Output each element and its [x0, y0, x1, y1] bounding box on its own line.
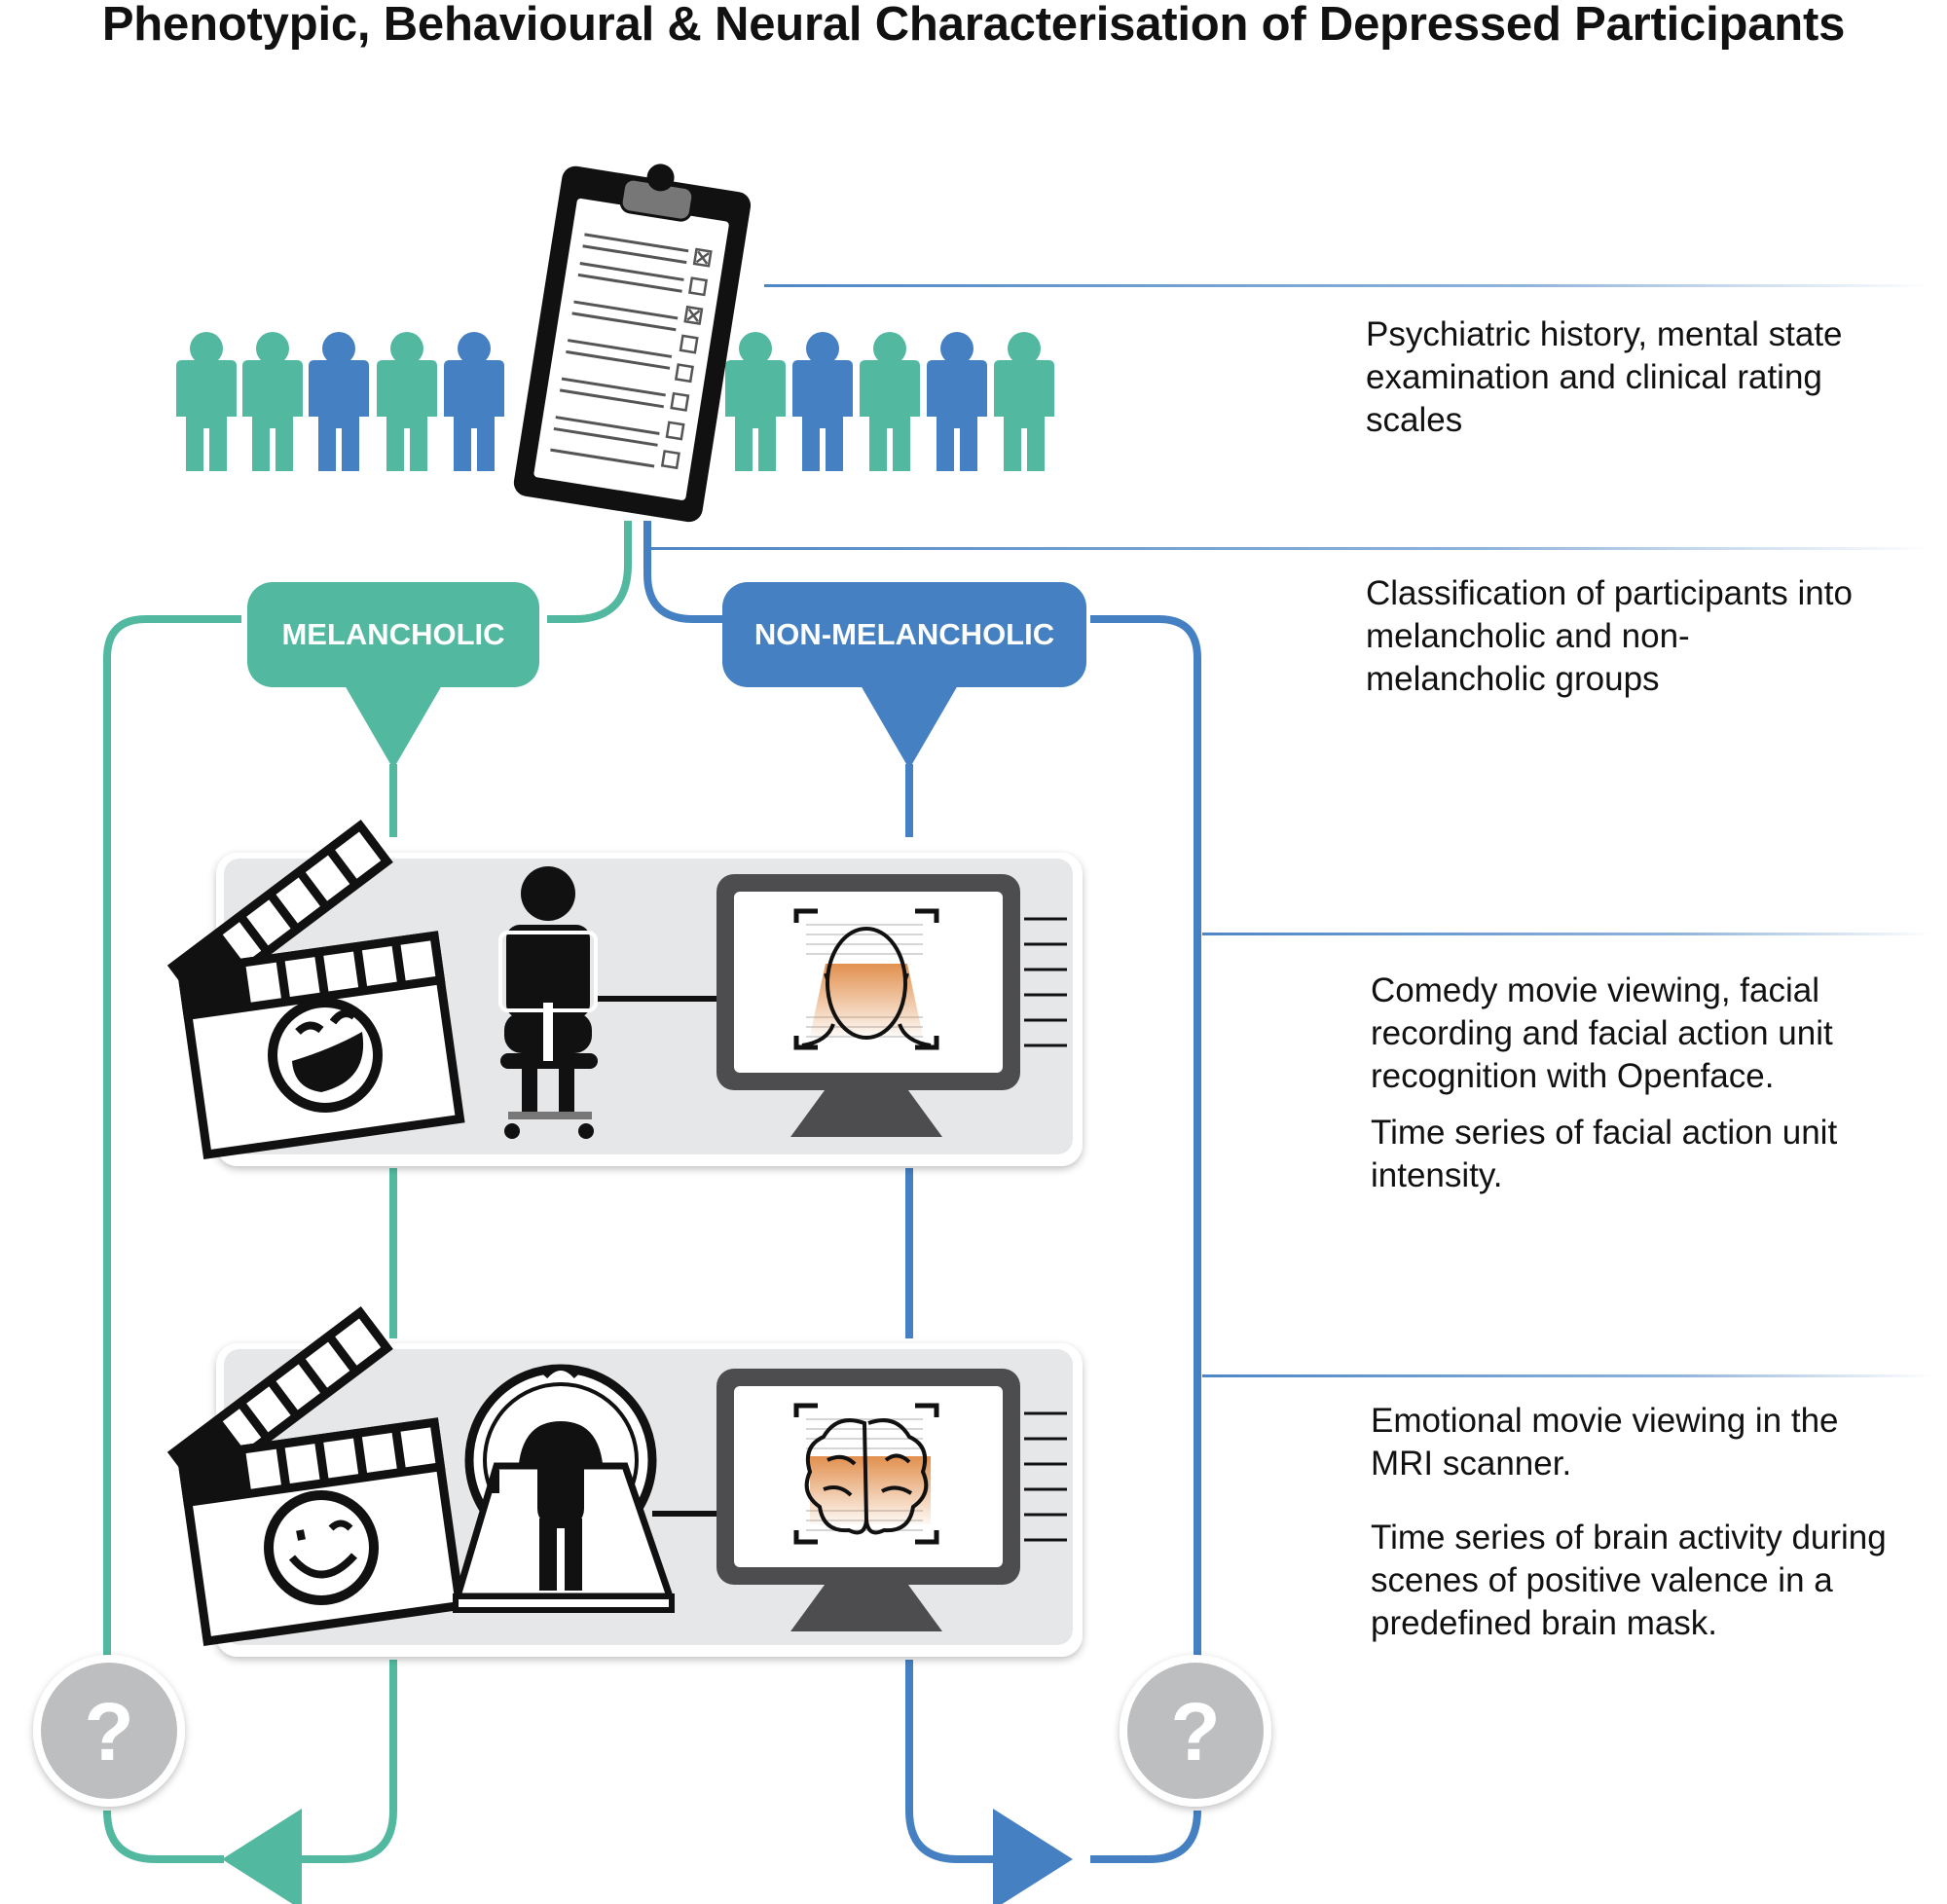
participant-icon	[444, 332, 504, 471]
question-mark-icon: ?	[84, 1686, 133, 1777]
question-badge-melancholic: ?	[33, 1655, 185, 1807]
question-badge-non-melancholic: ?	[1120, 1655, 1271, 1807]
step-3-description: Comedy movie viewing, facial recording a…	[1371, 970, 1896, 1197]
participant-icon	[927, 332, 987, 471]
non-melancholic-right-loop	[1090, 615, 1201, 1665]
melancholic-arrow-left	[222, 1809, 302, 1904]
melancholic-left-loop	[103, 615, 241, 1665]
participant-icon	[725, 332, 786, 471]
separator-line-4	[1202, 1374, 1932, 1377]
participant-icon	[377, 332, 437, 471]
step-3-text-2: Time series of facial action unit intens…	[1371, 1114, 1838, 1194]
melancholic-label-bubble: MELANCHOLIC	[247, 582, 539, 769]
participant-icon	[309, 332, 369, 471]
separator-line-3	[1202, 933, 1932, 935]
non-melancholic-return-line	[905, 1660, 1032, 1863]
step-2-text: Classification of participants into mela…	[1366, 574, 1853, 698]
non-melancholic-split-line	[643, 521, 722, 623]
mri-scanner-icon	[453, 1364, 675, 1613]
non-melancholic-label-bubble: NON-MELANCHOLIC	[722, 582, 1086, 769]
participant-icon	[242, 332, 303, 471]
participant-icon	[994, 332, 1054, 471]
step-1-description: Psychiatric history, mental state examin…	[1366, 313, 1892, 442]
mri-panel	[166, 1305, 1083, 1657]
clipboard-icon	[513, 164, 752, 523]
step-4-text-2: Time series of brain activity during sce…	[1371, 1519, 1887, 1642]
step-3-text-1: Comedy movie viewing, facial recording a…	[1371, 971, 1833, 1095]
melancholic-bottom-loop	[103, 1810, 224, 1863]
monitor-brain-scan-icon	[716, 1369, 1067, 1631]
step-1-text: Psychiatric history, mental state examin…	[1366, 315, 1843, 439]
participant-icon	[860, 332, 920, 471]
non-melancholic-bottom-loop	[1090, 1810, 1201, 1863]
melancholic-return-line	[292, 1660, 397, 1863]
facial-recording-panel	[166, 819, 1083, 1166]
clapperboard-laughing-icon	[166, 819, 465, 1159]
participant-icon	[792, 332, 853, 471]
step-4-description: Emotional movie viewing in the MRI scann…	[1371, 1400, 1896, 1645]
clapperboard-winking-icon	[166, 1305, 465, 1646]
flow-lines	[103, 521, 1201, 1863]
step-4-text-1: Emotional movie viewing in the MRI scann…	[1371, 1402, 1839, 1483]
melancholic-split-line	[547, 521, 632, 623]
step-2-description: Classification of participants into mela…	[1366, 572, 1853, 701]
non-melancholic-label: NON-MELANCHOLIC	[754, 617, 1054, 651]
separator-lines	[647, 284, 1932, 1377]
question-mark-icon: ?	[1170, 1686, 1220, 1777]
separator-line-2	[647, 547, 1932, 550]
seated-person-icon	[498, 866, 598, 1139]
melancholic-label: MELANCHOLIC	[281, 617, 504, 651]
non-melancholic-arrow-right	[993, 1809, 1073, 1904]
figure-title: Phenotypic, Behavioural & Neural Charact…	[101, 0, 1846, 51]
monitor-face-scan-icon	[716, 874, 1067, 1137]
participant-icon	[176, 332, 237, 471]
separator-line-1	[764, 284, 1932, 287]
